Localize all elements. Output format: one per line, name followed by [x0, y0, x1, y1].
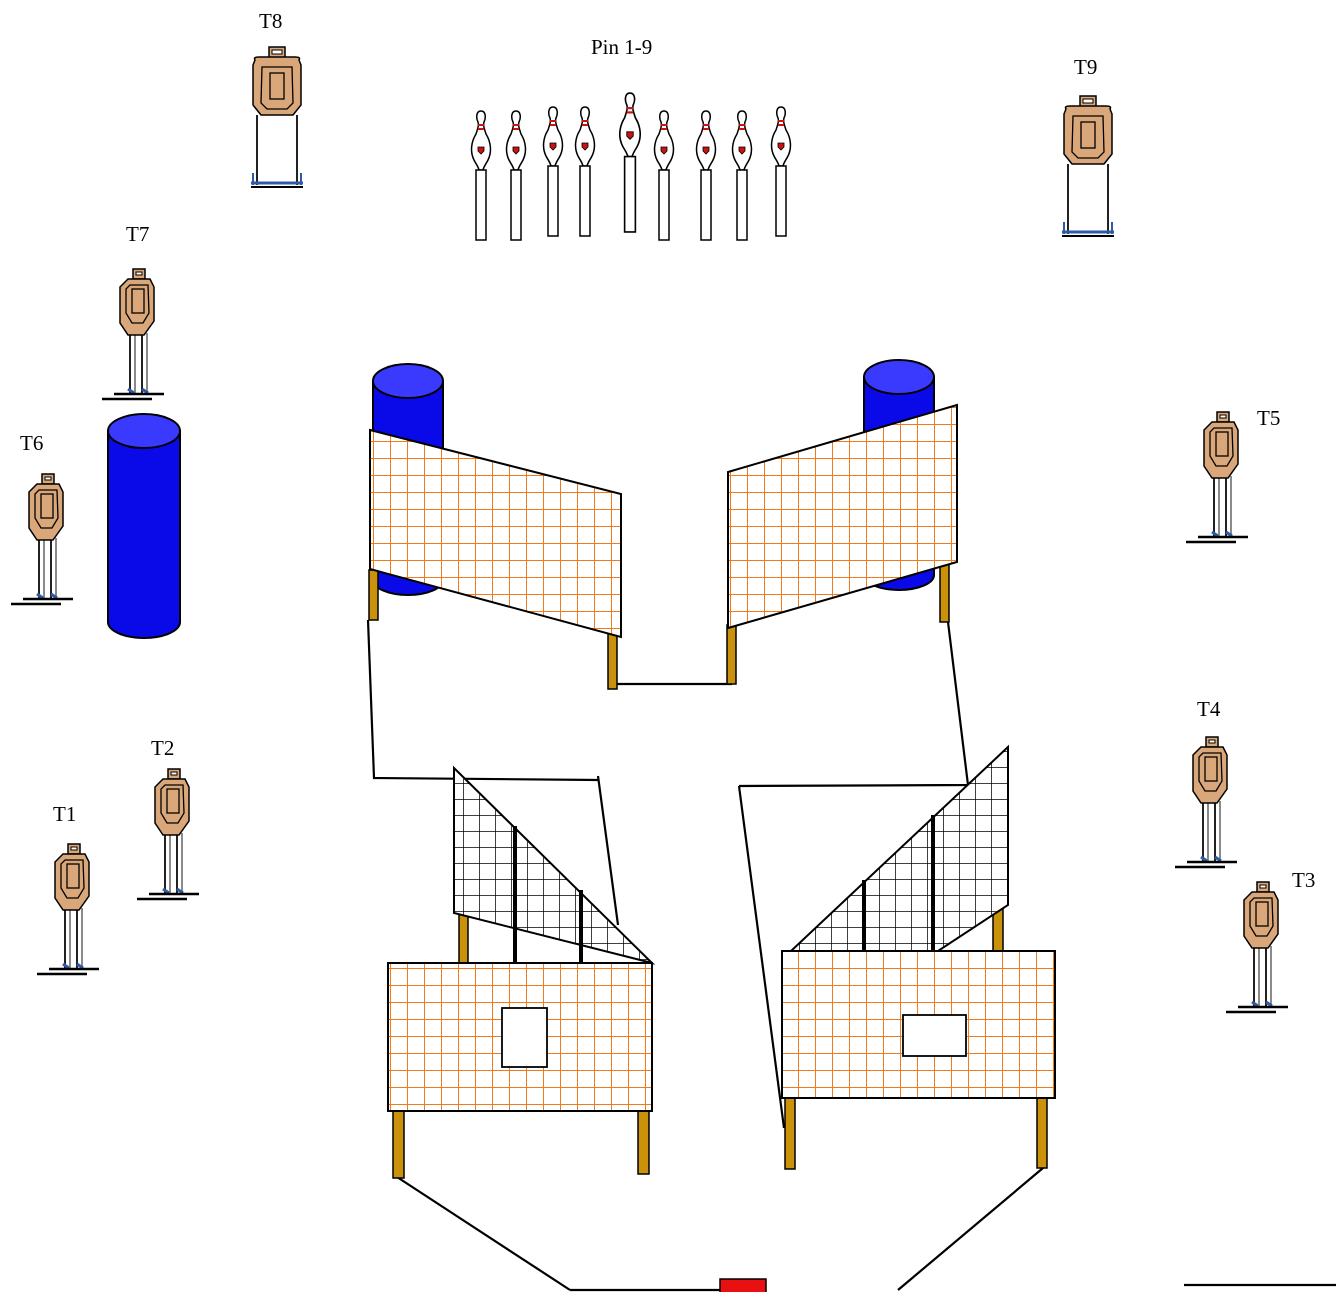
target-t7: T7	[100, 222, 166, 401]
mesh-wall-top-right	[727, 403, 958, 630]
label-t1: T1	[53, 802, 76, 826]
start-marker-icon	[719, 1278, 767, 1292]
port-window-right	[902, 1014, 967, 1057]
label-t6: T6	[20, 431, 43, 455]
label-t9: T9	[1074, 55, 1097, 79]
steel-target-icon	[9, 472, 75, 606]
steel-target-icon	[1060, 94, 1116, 238]
bowling-pin-icon	[653, 110, 675, 241]
steel-target-icon	[1184, 410, 1250, 544]
bowling-pin-icon	[470, 110, 492, 241]
target-t3: T3	[1224, 868, 1315, 1014]
target-t6: T6	[9, 431, 75, 606]
target-t8: T8	[249, 9, 305, 189]
pin-rack: Pin 1-9	[470, 35, 792, 241]
target-t5: T5	[1184, 406, 1280, 544]
steel-target-icon	[1224, 880, 1290, 1014]
label-t5: T5	[1257, 406, 1280, 430]
label-t7: T7	[126, 222, 149, 246]
label-t3: T3	[1292, 868, 1315, 892]
target-t4: T4	[1173, 697, 1239, 869]
steel-target-icon	[1173, 735, 1239, 869]
shooting-box-right	[781, 744, 1056, 1170]
mesh-wall-top-left	[369, 428, 622, 639]
steel-target-icon	[135, 767, 201, 901]
bowling-pin-icon	[770, 106, 792, 237]
bowling-pin-icon	[731, 110, 753, 241]
label-pins: Pin 1-9	[591, 35, 652, 59]
bowling-pin-icon	[618, 91, 642, 234]
steel-target-icon	[100, 267, 166, 401]
label-t8: T8	[259, 9, 282, 33]
steel-target-icon	[35, 842, 101, 976]
barrel-left	[107, 413, 181, 639]
port-window-left	[501, 1007, 548, 1068]
bowling-pin-icon	[695, 110, 717, 241]
steel-target-icon	[249, 45, 305, 189]
label-t2: T2	[151, 736, 174, 760]
bowling-pin-icon	[542, 106, 564, 237]
shooting-box-left	[387, 765, 656, 1179]
target-t2: T2	[135, 736, 201, 901]
bowling-pin-icon	[574, 106, 596, 237]
barrel-icon	[107, 413, 181, 449]
target-t1: T1	[35, 802, 101, 976]
black-mesh-panel-right	[788, 744, 1009, 952]
black-mesh-panel-left	[453, 765, 656, 965]
target-t9: T9	[1060, 55, 1116, 238]
bowling-pin-icon	[505, 110, 527, 241]
label-t4: T4	[1197, 697, 1221, 721]
